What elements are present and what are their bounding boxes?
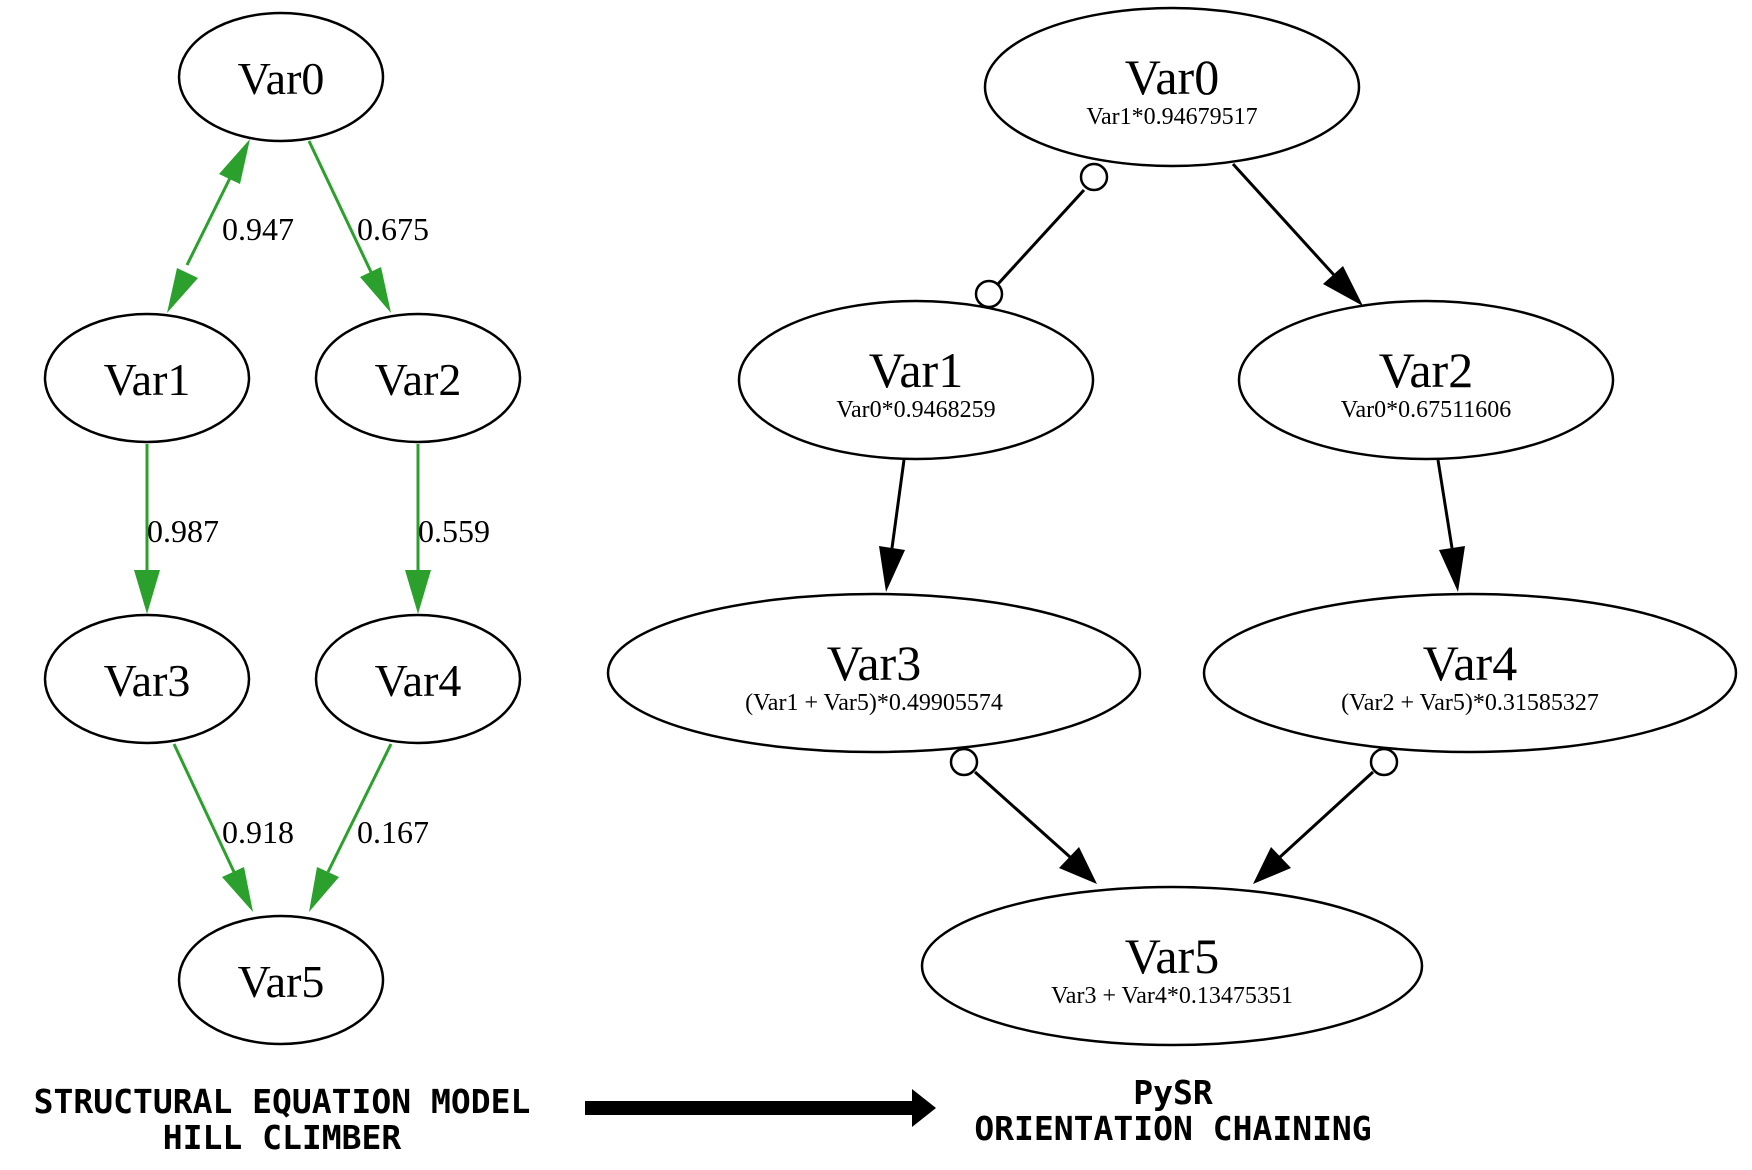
right-graph: Var0 Var1*0.94679517 Var1 Var0*0.9468259… <box>606 6 1738 1047</box>
edge-circle-endpoint <box>1079 162 1109 192</box>
left-edge-var1-var3: 0.987 <box>134 444 219 614</box>
right-node-var0: Var0 Var1*0.94679517 <box>983 6 1361 168</box>
left-edge-var0-var1: 0.947 <box>167 139 294 313</box>
edge-circle-endpoint <box>974 279 1004 309</box>
right-node-var4-equation: (Var2 + Var5)*0.31585327 <box>1341 690 1599 716</box>
left-edge-label-var1-var3: 0.987 <box>147 513 219 549</box>
right-node-var2-label: Var2 <box>1379 342 1473 398</box>
right-node-var3-equation: (Var1 + Var5)*0.49905574 <box>745 690 1003 716</box>
right-edge-var1-var3 <box>879 459 906 592</box>
left-node-var1: Var1 <box>43 312 251 444</box>
right-node-var2: Var2 Var0*0.67511606 <box>1237 299 1615 461</box>
left-node-var3: Var3 <box>43 613 251 745</box>
right-node-var0-label: Var0 <box>1125 49 1219 105</box>
caption-right-line2: ORIENTATION CHAINING <box>974 1109 1371 1148</box>
left-edge-label-var0-var1: 0.947 <box>222 211 294 247</box>
captions: STRUCTURAL EQUATION MODEL HILL CLIMBER P… <box>34 1073 1372 1157</box>
left-node-var5-label: Var5 <box>238 956 325 1007</box>
left-edge-var0-var2: 0.675 <box>307 140 429 313</box>
edge-circle-endpoint <box>949 747 979 777</box>
left-node-var0-label: Var0 <box>238 53 325 104</box>
right-node-var1-label: Var1 <box>869 342 963 398</box>
left-node-var2: Var2 <box>314 312 522 444</box>
right-edge-var2-var4 <box>1436 459 1465 592</box>
left-edge-var3-var5: 0.918 <box>172 743 294 912</box>
right-edge-var0-var2 <box>1231 162 1363 306</box>
left-node-var2-label: Var2 <box>375 354 462 405</box>
caption-left-line2: HILL CLIMBER <box>163 1118 402 1157</box>
right-node-var3: Var3 (Var1 + Var5)*0.49905574 <box>606 592 1142 754</box>
left-node-var5: Var5 <box>177 914 385 1046</box>
right-node-var1: Var1 Var0*0.9468259 <box>737 299 1095 461</box>
left-node-var3-label: Var3 <box>104 655 191 706</box>
left-graph: 0.947 0.675 0.987 0.559 0.918 <box>43 11 522 1046</box>
right-node-var3-label: Var3 <box>827 635 921 691</box>
right-edge-var3-var5 <box>949 747 1097 884</box>
left-edge-var2-var4: 0.559 <box>405 444 490 614</box>
left-node-var0: Var0 <box>177 11 385 143</box>
right-node-var5-label: Var5 <box>1125 928 1219 984</box>
caption-right-line1: PySR <box>1133 1073 1213 1112</box>
right-node-var1-equation: Var0*0.9468259 <box>836 397 995 423</box>
right-node-var2-equation: Var0*0.67511606 <box>1341 397 1511 423</box>
transition-arrow <box>585 1089 936 1127</box>
left-edge-label-var2-var4: 0.559 <box>418 513 490 549</box>
right-node-var4-label: Var4 <box>1423 635 1517 691</box>
right-edge-var4-var5 <box>1253 747 1399 884</box>
right-edges <box>879 162 1465 884</box>
right-node-var4: Var4 (Var2 + Var5)*0.31585327 <box>1202 592 1738 754</box>
right-node-var5: Var5 Var3 + Var4*0.13475351 <box>920 885 1424 1047</box>
left-node-var1-label: Var1 <box>104 354 191 405</box>
left-edge-label-var3-var5: 0.918 <box>222 814 294 850</box>
left-edge-var4-var5: 0.167 <box>309 743 429 912</box>
caption-left-line1: STRUCTURAL EQUATION MODEL <box>34 1082 531 1121</box>
left-edge-label-var0-var2: 0.675 <box>357 211 429 247</box>
left-node-var4: Var4 <box>314 613 522 745</box>
right-node-var5-equation: Var3 + Var4*0.13475351 <box>1051 983 1293 1009</box>
right-edge-var0-var1 <box>974 162 1109 309</box>
left-node-var4-label: Var4 <box>375 655 462 706</box>
left-edges: 0.947 0.675 0.987 0.559 0.918 <box>134 139 490 912</box>
right-node-var0-equation: Var1*0.94679517 <box>1086 104 1257 130</box>
left-edge-label-var4-var5: 0.167 <box>357 814 429 850</box>
edge-circle-endpoint <box>1369 747 1399 777</box>
